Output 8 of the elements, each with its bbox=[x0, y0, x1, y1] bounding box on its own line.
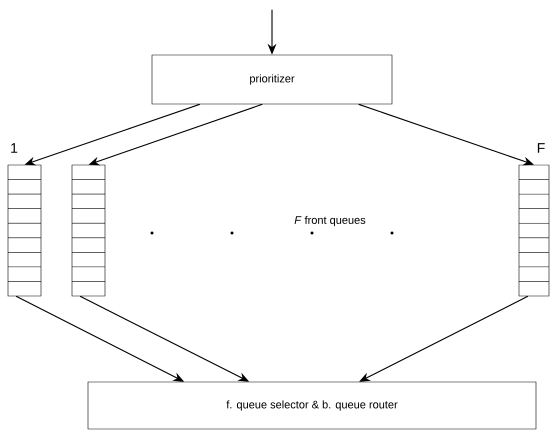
queue-stack bbox=[518, 164, 550, 296]
queue-label: F front queues bbox=[294, 216, 366, 226]
queue-stack bbox=[72, 164, 106, 296]
process-box: prioritizer bbox=[152, 54, 392, 104]
queue-number: 1 bbox=[11, 143, 18, 153]
queue-number: F bbox=[538, 143, 545, 153]
queue-stack bbox=[8, 164, 42, 296]
process-box: f. queue selector & b. queue router bbox=[88, 382, 536, 430]
